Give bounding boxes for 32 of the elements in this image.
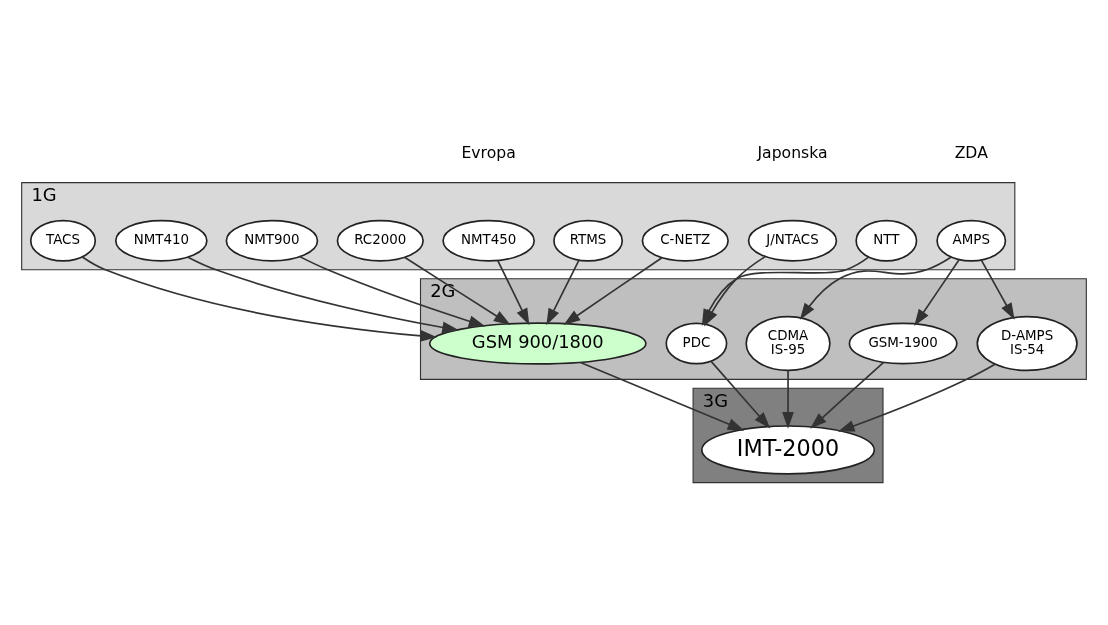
arrow bbox=[914, 259, 960, 326]
node-ellipse: TACS bbox=[29, 219, 97, 262]
arrow bbox=[298, 255, 486, 327]
arrow bbox=[980, 259, 1015, 320]
node-ellipse: NMT410 bbox=[114, 219, 208, 262]
arrow bbox=[563, 256, 663, 325]
node-ellipse: IMT-2000 bbox=[701, 425, 876, 475]
node-ellipse: NTT bbox=[855, 219, 918, 262]
arrow bbox=[579, 361, 745, 431]
node-ellipse: AMPS bbox=[936, 219, 1007, 262]
node-ellipse: NMT450 bbox=[442, 219, 535, 262]
node-ellipse: J/NTACS bbox=[747, 219, 838, 262]
arrow bbox=[81, 256, 438, 342]
arrow bbox=[837, 363, 996, 432]
node-ellipse: RC2000 bbox=[336, 219, 424, 262]
arrow bbox=[810, 361, 885, 429]
node-ellipse: RTMS bbox=[553, 219, 624, 262]
node-ellipse: GSM-1900 bbox=[848, 322, 958, 365]
arrow bbox=[782, 369, 794, 429]
label: Japonska bbox=[757, 142, 828, 162]
node-ellipse: PDC bbox=[665, 322, 728, 365]
label: ZDA bbox=[954, 142, 988, 162]
node-ellipse: NMT900 bbox=[225, 219, 319, 262]
node-ellipse: C-NETZ bbox=[641, 219, 729, 262]
node-ellipse: D-AMPS IS-54 bbox=[976, 315, 1078, 372]
node-ellipse: CDMA IS-95 bbox=[745, 315, 831, 372]
label: Evropa bbox=[461, 142, 516, 162]
arrow bbox=[403, 256, 511, 325]
arrow bbox=[546, 259, 580, 326]
arrow bbox=[710, 360, 771, 429]
arrow bbox=[187, 256, 460, 334]
arrow bbox=[799, 256, 952, 320]
